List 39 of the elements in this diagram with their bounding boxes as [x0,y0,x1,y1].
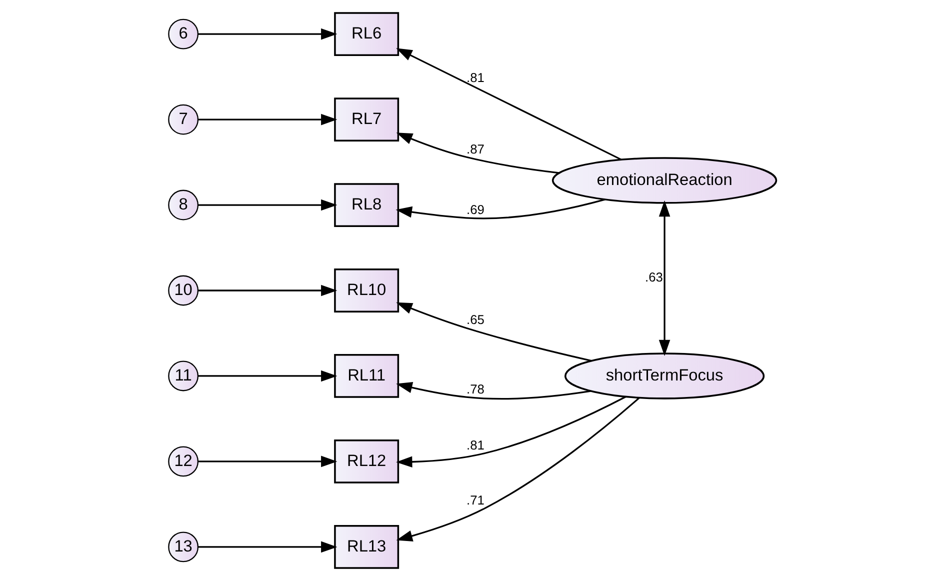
node-ellipse: emotionalReaction [551,157,777,204]
arrow [198,541,337,553]
edge-label: .81 [466,70,484,85]
edge-label: .65 [466,312,484,328]
node-circle: 7 [168,104,198,135]
edge-label: .63 [644,269,662,284]
node-box: RL8 [334,183,399,227]
arrow [396,302,592,362]
node-box: RL12 [334,440,399,484]
arrow [198,370,337,382]
node-circle: 10 [168,275,198,306]
arrow [396,382,590,400]
node-box: RL6 [334,12,399,56]
arrow [658,200,670,356]
arrow [396,397,640,542]
node-box: RL7 [334,98,399,142]
arrow [198,114,337,126]
arrow [198,28,337,40]
arrow [396,396,626,468]
node-circle: 8 [168,190,198,220]
node-circle: 6 [168,18,198,50]
arrow [198,456,337,468]
arrow [395,198,605,220]
edge-label: .69 [466,202,484,218]
arrow [396,132,559,174]
node-circle: 13 [168,532,198,562]
arrow [198,284,337,296]
arrow [198,199,337,211]
edge-label: .78 [466,381,484,396]
edge-label: .81 [466,438,484,453]
node-circle: 11 [168,360,198,392]
arrow [396,48,622,160]
node-box: RL10 [334,268,399,312]
node-box: RL11 [334,354,399,398]
node-circle: 12 [168,446,198,477]
node-ellipse: shortTermFocus [564,352,764,400]
node-box: RL13 [334,524,399,569]
edge-label: .87 [466,141,484,156]
edge-label: .71 [466,492,484,508]
